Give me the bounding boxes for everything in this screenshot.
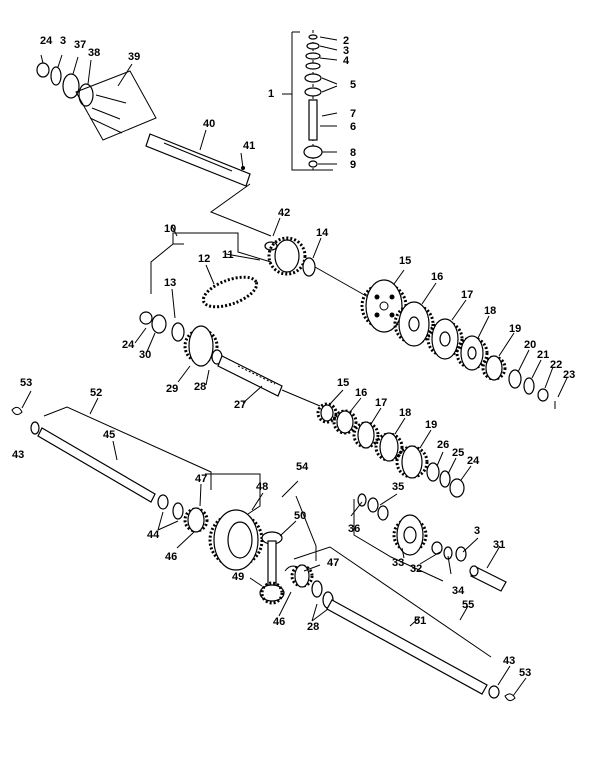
callout-label-c4: 4 bbox=[343, 55, 350, 67]
callout-label-c37: 37 bbox=[74, 39, 86, 51]
callout-label-c3a: 3 bbox=[60, 35, 66, 47]
callout-label-c15b: 15 bbox=[337, 377, 349, 389]
callout-label-c5: 5 bbox=[350, 79, 356, 91]
keys-part bbox=[89, 94, 127, 134]
callout-label-c28b: 28 bbox=[307, 621, 319, 633]
upper-gear-row bbox=[314, 266, 568, 409]
callout-label-c28a: 28 bbox=[194, 381, 206, 393]
callout-label-c24a: 24 bbox=[40, 35, 53, 47]
callout-label-c3c: 3 bbox=[474, 525, 480, 537]
callout-label-c43a: 43 bbox=[12, 449, 24, 461]
callout-label-c41: 41 bbox=[243, 140, 255, 152]
callout-label-c32: 32 bbox=[410, 563, 422, 575]
right-lower-cluster bbox=[350, 493, 507, 592]
callout-label-c52: 52 bbox=[90, 387, 102, 399]
callout-label-c39: 39 bbox=[128, 51, 140, 63]
callout-label-c1: 1 bbox=[268, 88, 274, 100]
callout-label-c34: 34 bbox=[452, 585, 465, 597]
callout-label-c19a: 19 bbox=[509, 323, 521, 335]
callout-label-c49: 49 bbox=[232, 571, 244, 583]
callout-label-c11: 11 bbox=[222, 249, 234, 261]
callout-label-c47b: 47 bbox=[327, 557, 339, 569]
chain-sprocket-assembly bbox=[134, 217, 322, 404]
callout-label-c12: 12 bbox=[198, 253, 210, 265]
callout-label-c27: 27 bbox=[234, 399, 246, 411]
shaft-part bbox=[217, 355, 283, 397]
callout-label-c47a: 47 bbox=[195, 473, 207, 485]
keys-box bbox=[75, 70, 157, 141]
callout-label-c38: 38 bbox=[88, 47, 100, 59]
callout-label-c2: 2 bbox=[343, 35, 349, 47]
callout-label-c46b: 46 bbox=[273, 616, 285, 628]
callout-label-c8: 8 bbox=[350, 147, 356, 159]
callout-label-c22: 22 bbox=[550, 359, 562, 371]
callout-label-c19b: 19 bbox=[425, 419, 437, 431]
callout-label-c48: 48 bbox=[256, 481, 268, 493]
callout-label-c53b: 53 bbox=[519, 667, 531, 679]
callout-label-c43b: 43 bbox=[503, 655, 515, 667]
callout-label-c17a: 17 bbox=[461, 289, 473, 301]
group-bracket bbox=[291, 32, 333, 171]
callout-label-c33: 33 bbox=[392, 557, 404, 569]
callout-label-c53a: 53 bbox=[20, 377, 32, 389]
callout-label-c45: 45 bbox=[103, 429, 115, 441]
callout-label-c24c: 24 bbox=[467, 455, 480, 467]
callout-label-c51: 51 bbox=[414, 615, 426, 627]
callout-label-c46a: 46 bbox=[165, 551, 177, 563]
callout-label-c42: 42 bbox=[278, 207, 290, 219]
callout-label-c17b: 17 bbox=[375, 397, 387, 409]
middle-gear-row bbox=[281, 389, 472, 498]
callout-label-c14a: 14 bbox=[316, 227, 329, 239]
upper-shaft-assembly bbox=[36, 54, 251, 187]
callout-label-c3b: 3 bbox=[343, 45, 349, 57]
callout-label-c18a: 18 bbox=[484, 305, 496, 317]
vertical-stack-assembly bbox=[282, 30, 338, 171]
callout-label-c35: 35 bbox=[392, 481, 404, 493]
callout-label-c54: 54 bbox=[296, 461, 309, 473]
callout-label-c55: 55 bbox=[462, 599, 474, 611]
gear-part bbox=[78, 83, 94, 107]
callout-label-c7: 7 bbox=[350, 108, 356, 120]
callout-label-c21: 21 bbox=[537, 349, 549, 361]
axle-part bbox=[37, 427, 156, 503]
callout-label-c23: 23 bbox=[563, 369, 575, 381]
callout-label-c24b: 24 bbox=[122, 339, 135, 351]
washer-part bbox=[50, 66, 62, 86]
callout-label-c9: 9 bbox=[350, 159, 356, 171]
callout-label-c18b: 18 bbox=[399, 407, 411, 419]
callout-label-c20: 20 bbox=[524, 339, 536, 351]
axle-part bbox=[326, 599, 488, 695]
callout-label-c6: 6 bbox=[350, 121, 356, 133]
callout-label-c29: 29 bbox=[166, 383, 178, 395]
callout-label-c44: 44 bbox=[147, 529, 160, 541]
shaft-part bbox=[145, 133, 251, 187]
callout-label-c16b: 16 bbox=[355, 387, 367, 399]
callout-label-c31: 31 bbox=[493, 539, 505, 551]
callout-label-c16a: 16 bbox=[431, 271, 443, 283]
callout-label-c25: 25 bbox=[452, 447, 464, 459]
bearing-part bbox=[62, 73, 80, 99]
callout-label-c13: 13 bbox=[164, 277, 176, 289]
callout-label-c15a: 15 bbox=[399, 255, 411, 267]
callout-label-c50: 50 bbox=[294, 510, 306, 522]
callout-label-c36: 36 bbox=[348, 523, 360, 535]
pinion-assembly bbox=[249, 495, 492, 658]
lower-right-axle-assembly bbox=[326, 599, 527, 702]
callout-label-c30: 30 bbox=[139, 349, 151, 361]
callout-label-c26: 26 bbox=[437, 439, 449, 451]
bearing-part bbox=[36, 62, 50, 78]
lower-left-axle-assembly bbox=[11, 390, 299, 571]
callout-label-c40: 40 bbox=[203, 118, 215, 130]
callout-label-c10: 10 bbox=[164, 223, 176, 235]
